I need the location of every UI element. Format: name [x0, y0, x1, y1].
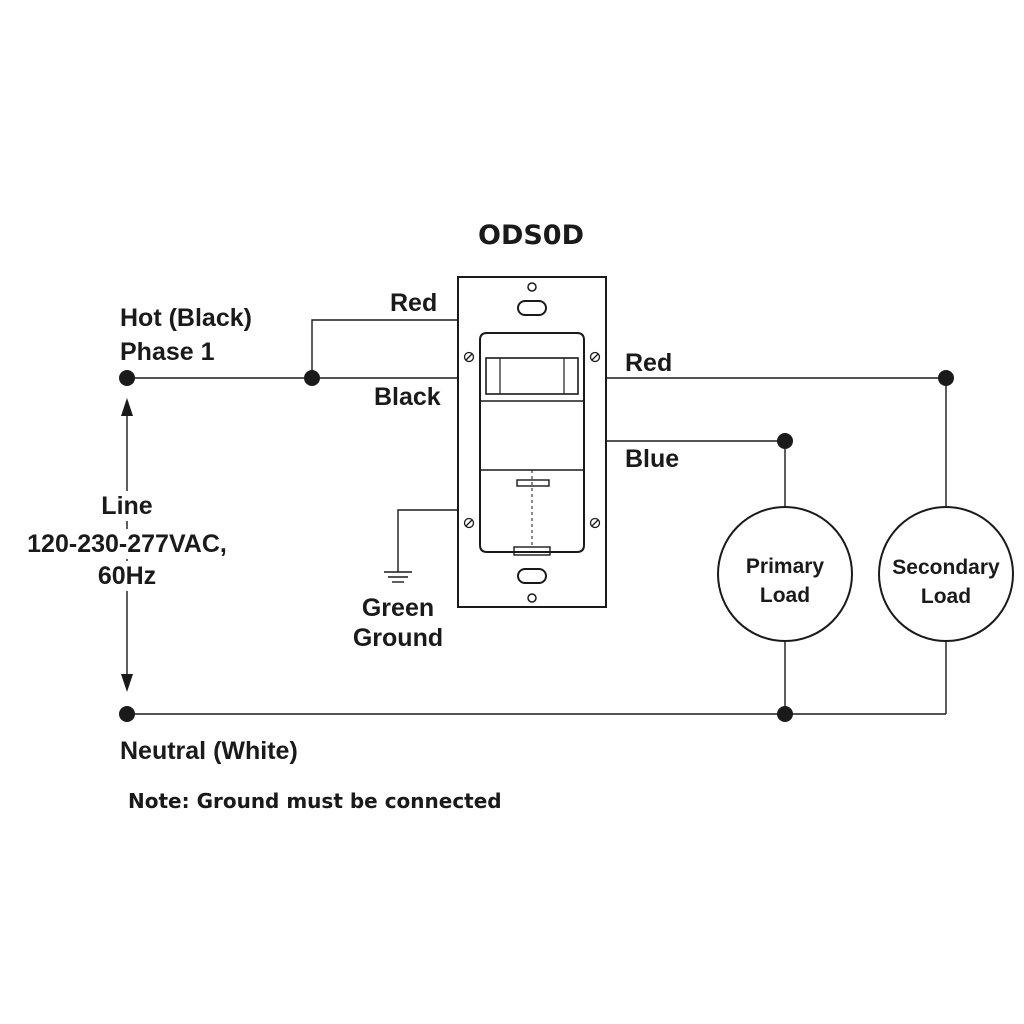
primary-load-circle [717, 506, 853, 642]
ground-symbol-icon [384, 571, 412, 583]
line-voltage-label-1: Line [0, 491, 254, 521]
line-voltage-label-3: 60Hz [0, 561, 254, 591]
secondary-load-circle [878, 506, 1014, 642]
secondary-load-label: Secondary Load [876, 553, 1016, 611]
junction-dot-red-tap [304, 370, 320, 386]
ground-note: Note: Ground must be connected [128, 789, 502, 813]
junction-dot-primary [777, 433, 793, 449]
line-voltage-label-2: 120-230-277VAC, [0, 529, 254, 559]
hot-label: Hot (Black) [120, 304, 252, 332]
junction-dot-neutral-load [777, 706, 793, 722]
neutral-label: Neutral (White) [120, 737, 298, 765]
red-input-label: Red [390, 289, 438, 317]
ground-label-line1: Green [361, 594, 435, 622]
red-input-wire [311, 319, 458, 378]
junction-dot-hot [119, 370, 135, 386]
junction-dot-secondary [938, 370, 954, 386]
ground-wire [397, 509, 458, 572]
black-label: Black [374, 383, 441, 411]
diagram-title: ODS0D [478, 220, 585, 251]
sensor-lens [485, 357, 579, 395]
red-output-wire [606, 377, 947, 507]
sensor-body [479, 332, 585, 553]
ground-label-line2: Ground [352, 624, 444, 652]
primary-load-label: Primary Load [715, 552, 855, 610]
phase-label: Phase 1 [120, 338, 215, 366]
arrow-down-icon [121, 674, 133, 692]
arrow-up-icon [121, 398, 133, 416]
primary-load-line2: Load [759, 584, 811, 607]
red-output-label: Red [625, 349, 673, 377]
switch-device [457, 276, 607, 608]
primary-load-line1: Primary [745, 555, 825, 578]
blue-label: Blue [625, 445, 680, 473]
junction-dot-neutral [119, 706, 135, 722]
secondary-load-line2: Load [920, 585, 972, 608]
secondary-load-line1: Secondary [892, 556, 1000, 579]
